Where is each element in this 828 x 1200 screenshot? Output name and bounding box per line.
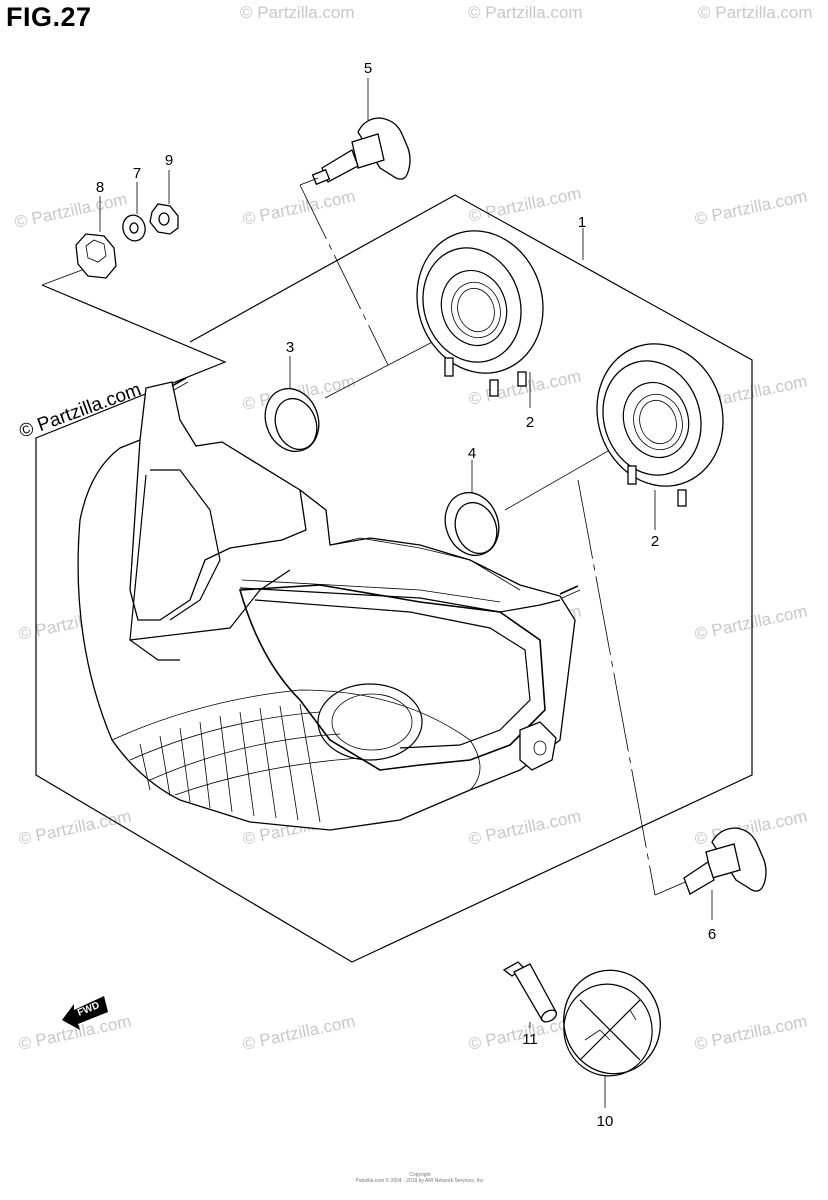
copyright-line-1: Copyright — [409, 1172, 431, 1178]
callout-1: 1 — [578, 214, 586, 231]
copyright-line-2: Partzilla.com © 2004 - 2019 by ARI Netwo… — [355, 1178, 485, 1184]
watermark-text: © Partzilla.com — [698, 3, 813, 22]
watermark-text: © Partzilla.com — [693, 1012, 809, 1054]
callout-8: 8 — [96, 179, 104, 196]
watermark-text: © Partzilla.com — [693, 187, 809, 229]
watermark-text: © Partzilla.com — [467, 184, 583, 226]
watermark-text: © Partzilla.com — [467, 807, 583, 849]
bulb-part-6 — [683, 827, 767, 920]
watermark-text: © Partzilla.com — [693, 602, 809, 644]
callout-4: 4 — [468, 445, 476, 462]
watermark-text: © Partzilla.com — [241, 187, 357, 229]
bulb-part-5 — [299, 78, 411, 186]
callout-5: 5 — [364, 60, 372, 77]
mounting-stud — [559, 585, 581, 599]
callout-3: 3 — [286, 339, 294, 356]
watermark-text: © Partzilla.com — [240, 3, 355, 22]
watermark-text: © Partzilla.com — [468, 3, 583, 22]
fasteners-7-8-9 — [75, 170, 179, 279]
callout-2-lower: 2 — [651, 533, 659, 550]
copyright-notice: Copyright Partzilla.com © 2004 - 2019 by… — [340, 1172, 500, 1184]
callout-9: 9 — [165, 152, 173, 169]
ring-part-3 — [264, 356, 320, 453]
dust-boot-upper-2 — [416, 230, 544, 408]
dust-boot-lower-2 — [596, 343, 724, 530]
ring-part-4 — [444, 460, 500, 557]
figure-title: FIG.27 — [6, 2, 92, 32]
callout-2-upper: 2 — [526, 414, 534, 431]
callout-6: 6 — [708, 926, 716, 943]
watermark-text: © Partzilla.com — [13, 190, 129, 232]
mounting-stud — [171, 377, 189, 391]
callout-7: 7 — [133, 165, 141, 182]
cap-part-10 — [563, 969, 661, 1108]
callout-10: 10 — [597, 1113, 614, 1130]
watermark-text: © Partzilla.com — [241, 1012, 357, 1054]
callout-labels: 1 2 2 3 4 5 6 7 8 9 10 11 — [96, 60, 716, 1130]
watermark-text: © Partzilla.com — [17, 379, 144, 443]
callout-11: 11 — [522, 1031, 538, 1048]
lens-hatching — [139, 703, 321, 823]
watermark-text: © Partzilla.com — [17, 807, 133, 849]
headlamp-housing-part-1 — [77, 377, 581, 831]
cushion-peg-part-11 — [502, 961, 558, 1028]
